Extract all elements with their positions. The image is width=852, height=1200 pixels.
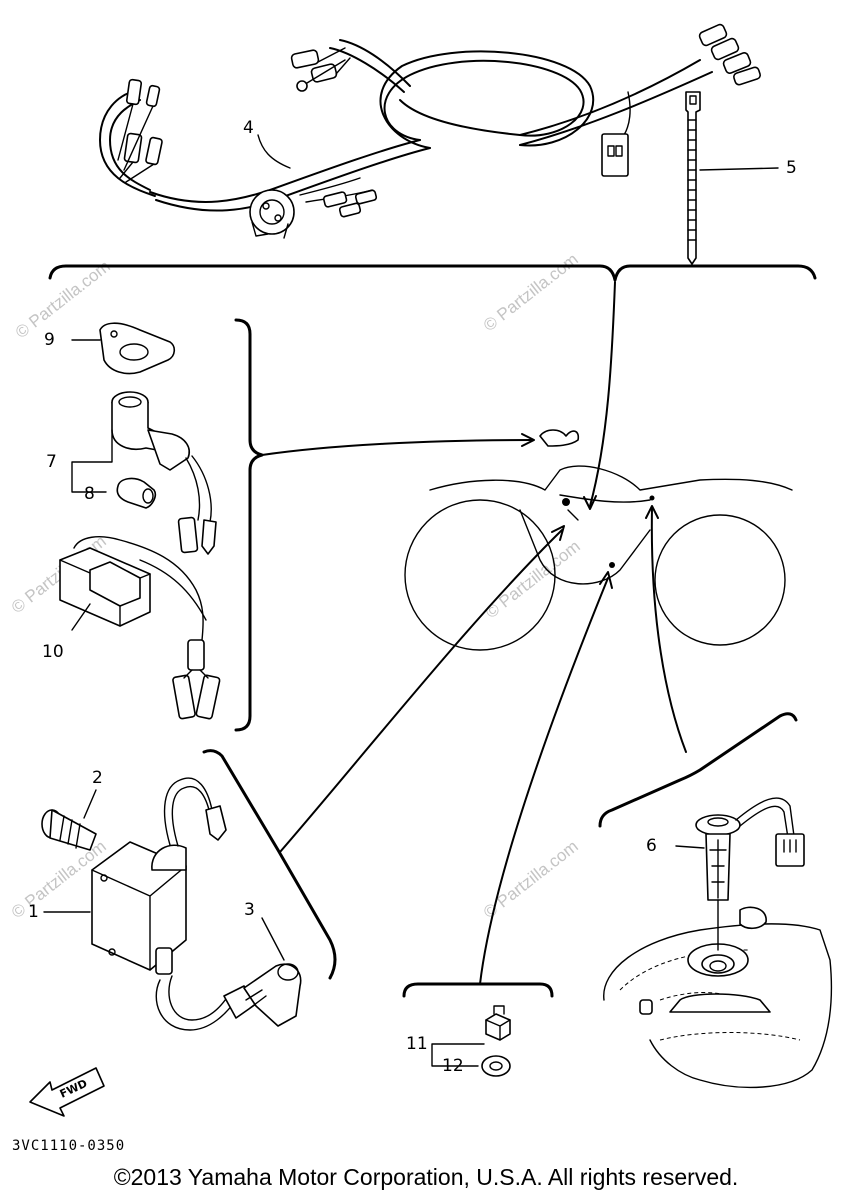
- part-8-part: [116, 477, 157, 509]
- part-3-leader: [261, 917, 285, 961]
- part-number-5: 5: [786, 158, 797, 178]
- motorcycle-outline: [404, 429, 793, 651]
- part-10-regulator: [59, 536, 221, 720]
- part-11-bolt: [485, 1005, 511, 1041]
- wire-harness: [99, 23, 761, 239]
- fastener-group-bracket: [402, 982, 554, 998]
- part-number-1: 1: [28, 902, 39, 922]
- sensor-group-bracket: [598, 712, 798, 828]
- forward-direction-arrow: FWD: [29, 1067, 105, 1117]
- part-number-10: 10: [42, 642, 64, 662]
- part-number-3: 3: [244, 900, 255, 920]
- fastener-leader: [479, 577, 609, 985]
- part-7-8-leader: [71, 429, 113, 493]
- part-6-fuel-sender: [695, 797, 805, 901]
- part-number-4: 4: [243, 118, 254, 138]
- part-6-leader: [675, 845, 705, 849]
- harness-group-bracket: [48, 264, 817, 282]
- part-12-washer: [481, 1055, 511, 1077]
- coil-leader: [279, 529, 563, 853]
- part-number-9: 9: [44, 330, 55, 350]
- part-9-plate: [99, 322, 176, 375]
- part-1-ignition-coil: [91, 777, 227, 975]
- part-5-leader: [699, 167, 779, 171]
- sensor-leader: [650, 507, 687, 753]
- ignition-leader: [261, 439, 533, 456]
- part-number-12: 12: [442, 1056, 464, 1076]
- part-number-7: 7: [46, 452, 57, 472]
- part-11-12-leader: [431, 1043, 485, 1067]
- fuel-tank-outline: [603, 899, 833, 1089]
- part-10-leader: [71, 603, 91, 631]
- part-7-switch: [111, 391, 217, 555]
- part-4-leader: [257, 134, 291, 169]
- part-2-bolt: [41, 809, 97, 851]
- part-number-8: 8: [84, 484, 95, 504]
- electrical-group-bracket: [234, 318, 264, 732]
- part-3-plug-cap: [155, 963, 302, 1031]
- copyright-notice: ©2013 Yamaha Motor Corporation, U.S.A. A…: [113, 1164, 739, 1190]
- cable-tie: [685, 91, 701, 265]
- part-number-2: 2: [92, 768, 103, 788]
- part-2-leader: [83, 789, 97, 819]
- part-number-11: 11: [406, 1034, 428, 1054]
- diagram-code: 3VC1110-0350: [12, 1138, 126, 1154]
- part-number-6: 6: [646, 836, 657, 856]
- harness-leader: [589, 281, 616, 507]
- ignition-group-bracket: [202, 749, 337, 980]
